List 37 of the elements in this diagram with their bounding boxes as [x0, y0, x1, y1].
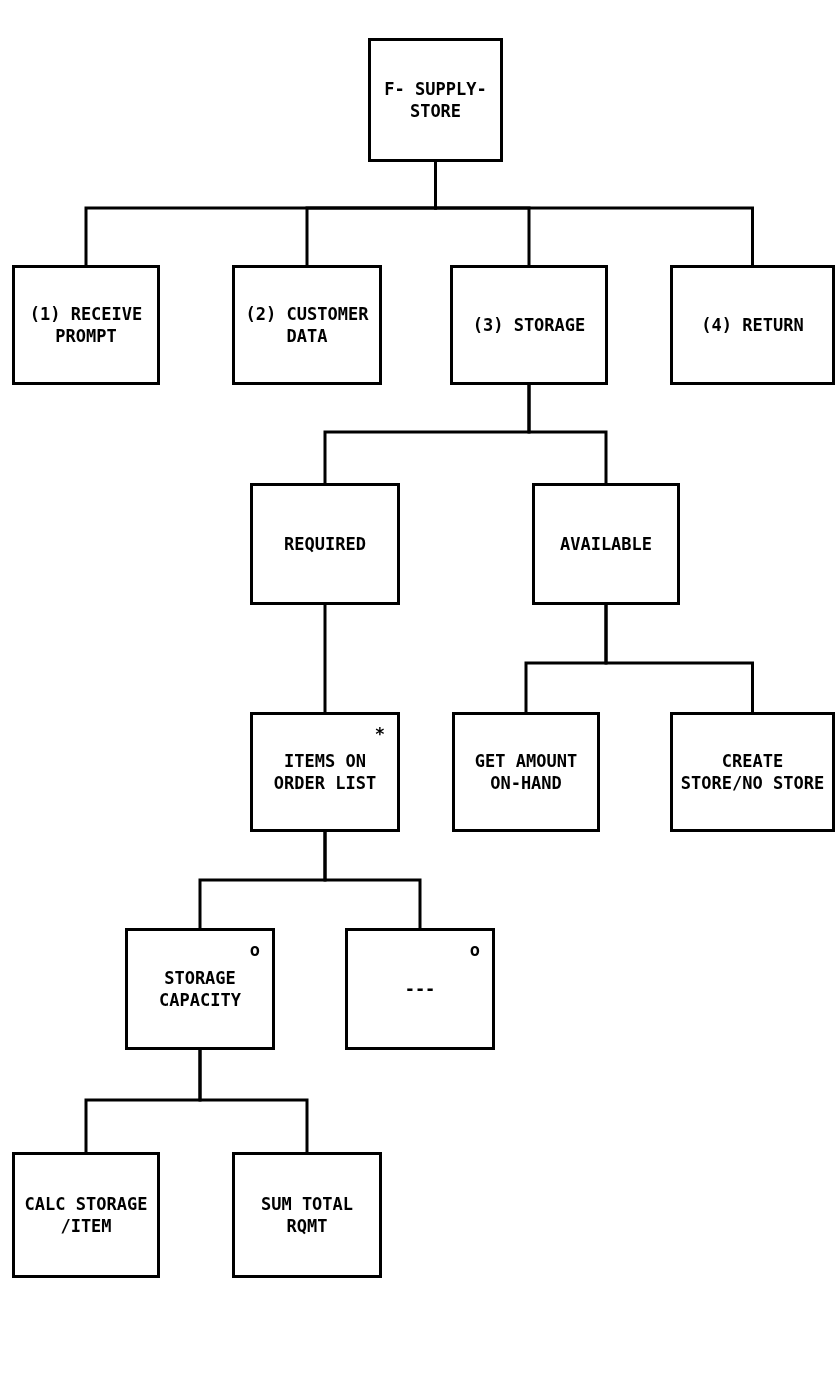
- connector-line: [198, 1050, 309, 1152]
- box-label: SUM TOTAL RQMT: [259, 1192, 355, 1238]
- box-label: CREATE STORE/NO STORE: [679, 749, 826, 795]
- process-box: [12, 265, 160, 385]
- box-label: GET AMOUNT ON-HAND: [473, 749, 579, 795]
- box-label: AVAILABLE: [558, 532, 654, 556]
- structure-mark: o: [249, 939, 260, 962]
- box-label: ITEMS ON ORDER LIST: [272, 749, 378, 795]
- box-label: STORAGE CAPACITY: [158, 966, 242, 1012]
- process-box: [532, 483, 680, 605]
- process-box: [368, 38, 503, 162]
- connector-line: [604, 605, 754, 712]
- process-box: [125, 928, 275, 1050]
- box-label: F- SUPPLY- STORE: [383, 77, 488, 123]
- box-label: (4) RETURN: [700, 313, 805, 337]
- box-label: REQUIRED: [283, 532, 367, 556]
- connector-line: [323, 605, 327, 712]
- process-box: [12, 1152, 160, 1278]
- structure-mark: o: [469, 939, 480, 962]
- structure-mark: *: [374, 723, 385, 746]
- process-box: [232, 1152, 382, 1278]
- box-label: (3) STORAGE: [471, 313, 587, 337]
- process-box: [345, 928, 495, 1050]
- box-label: ---: [403, 977, 437, 1001]
- process-box: [450, 265, 608, 385]
- box-label: (2) CUSTOMER DATA: [244, 302, 370, 348]
- process-box: [452, 712, 600, 832]
- process-box: [250, 712, 400, 832]
- process-box: [250, 483, 400, 605]
- connector-line: [323, 832, 422, 928]
- box-label: (1) RECEIVE PROMPT: [28, 302, 144, 348]
- box-label: CALC STORAGE /ITEM: [23, 1192, 149, 1238]
- connector-line: [527, 385, 608, 483]
- process-box: [232, 265, 382, 385]
- process-box: [670, 265, 835, 385]
- connector-line: [434, 162, 754, 265]
- process-box: [670, 712, 835, 832]
